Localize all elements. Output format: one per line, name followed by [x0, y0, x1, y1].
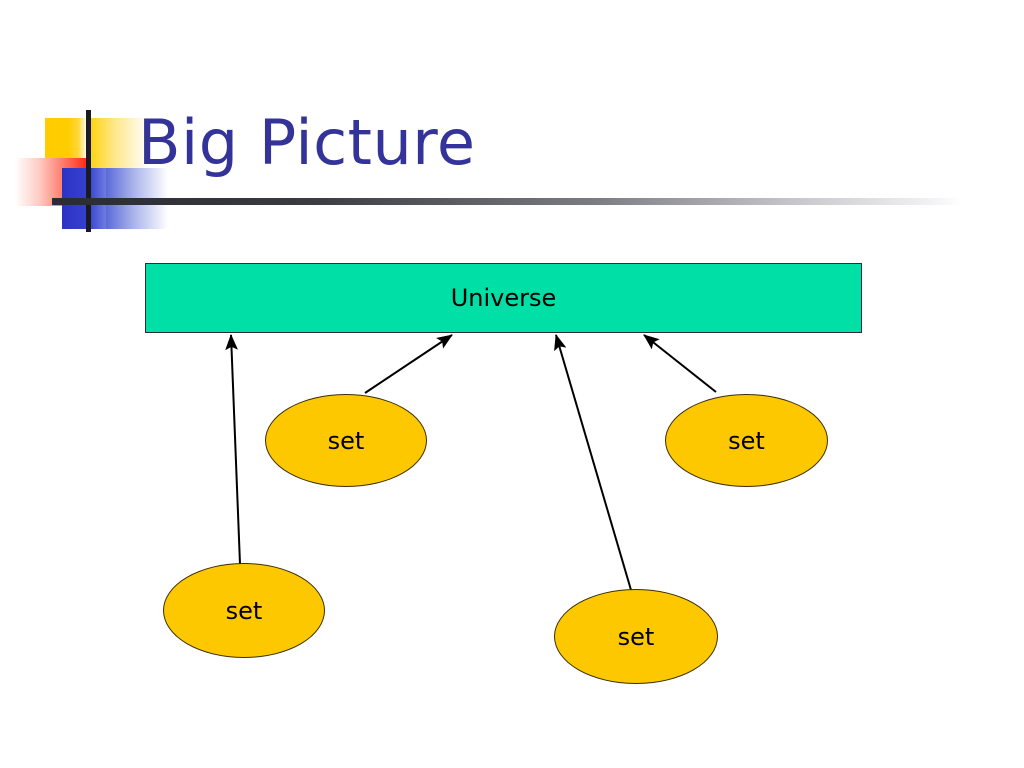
set-to-universe-arrow	[643, 334, 717, 393]
universe-box[interactable]: Universe	[145, 263, 862, 333]
decoration-horizontal-rule	[52, 198, 962, 205]
set-to-universe-arrow	[225, 334, 241, 565]
set-node-top-left[interactable]: set	[265, 394, 427, 487]
universe-label: Universe	[450, 284, 557, 312]
page-title: Big Picture	[138, 106, 476, 179]
set-label: set	[225, 596, 263, 625]
set-node-top-right[interactable]: set	[665, 394, 828, 487]
set-label: set	[327, 426, 365, 455]
set-label: set	[728, 426, 765, 455]
set-to-universe-arrow	[364, 334, 453, 394]
decoration-vertical-bar	[86, 110, 91, 232]
set-to-universe-arrow	[554, 334, 632, 591]
set-label: set	[617, 622, 655, 651]
set-node-bottom-left[interactable]: set	[163, 563, 325, 658]
set-node-bottom-center[interactable]: set	[554, 589, 718, 684]
